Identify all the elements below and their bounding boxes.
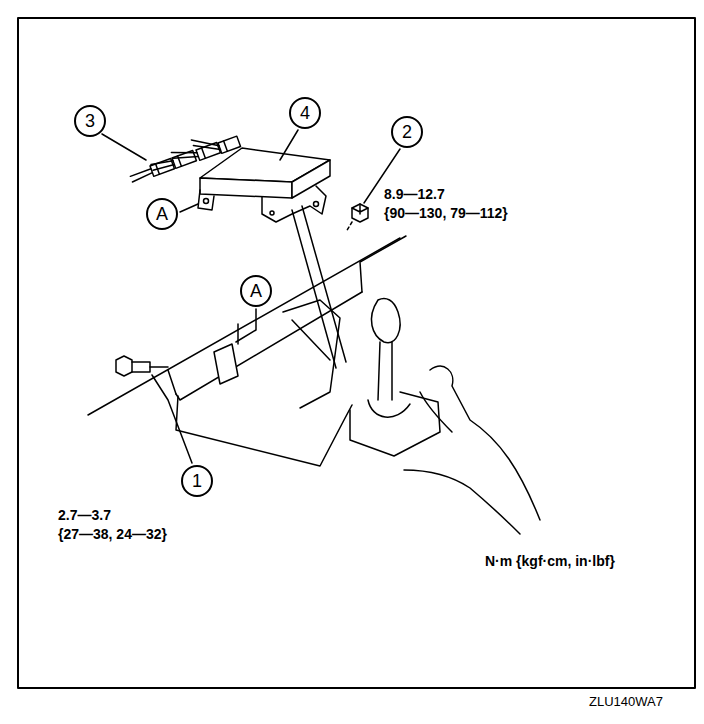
callout-label: 2: [402, 123, 412, 141]
callout-label: 3: [85, 112, 95, 130]
torque-value: 2.7—3.7: [57, 507, 112, 523]
callout-label: A: [250, 282, 262, 300]
hand: [404, 366, 540, 534]
control-module: [198, 148, 346, 368]
console: [88, 236, 440, 466]
callout-circle: 4: [289, 97, 321, 129]
callout-label: 4: [300, 104, 310, 122]
callout-circle: 3: [74, 105, 106, 137]
callout-circle: 2: [391, 116, 423, 148]
connectors: [129, 125, 240, 184]
callout-label: A: [156, 205, 168, 223]
torque-value: 8.9—12.7: [383, 186, 446, 202]
callout-circle: A: [146, 198, 178, 230]
callout-circle: A: [240, 275, 272, 307]
nut: [346, 204, 368, 232]
callout-label: 1: [192, 472, 202, 490]
torque-value: {90—130, 79—112}: [383, 205, 509, 221]
frame: [18, 18, 695, 688]
leader-lines: [102, 130, 400, 463]
shift-knob: [368, 299, 410, 418]
torque-value: {27—38, 24—32}: [57, 526, 168, 542]
unit-note: N·m {kgf·cm, in·lbf}: [484, 553, 616, 569]
callout-circle: 1: [181, 465, 213, 497]
bolt: [116, 356, 168, 376]
figure-code: ZLU140WA7: [588, 695, 664, 710]
